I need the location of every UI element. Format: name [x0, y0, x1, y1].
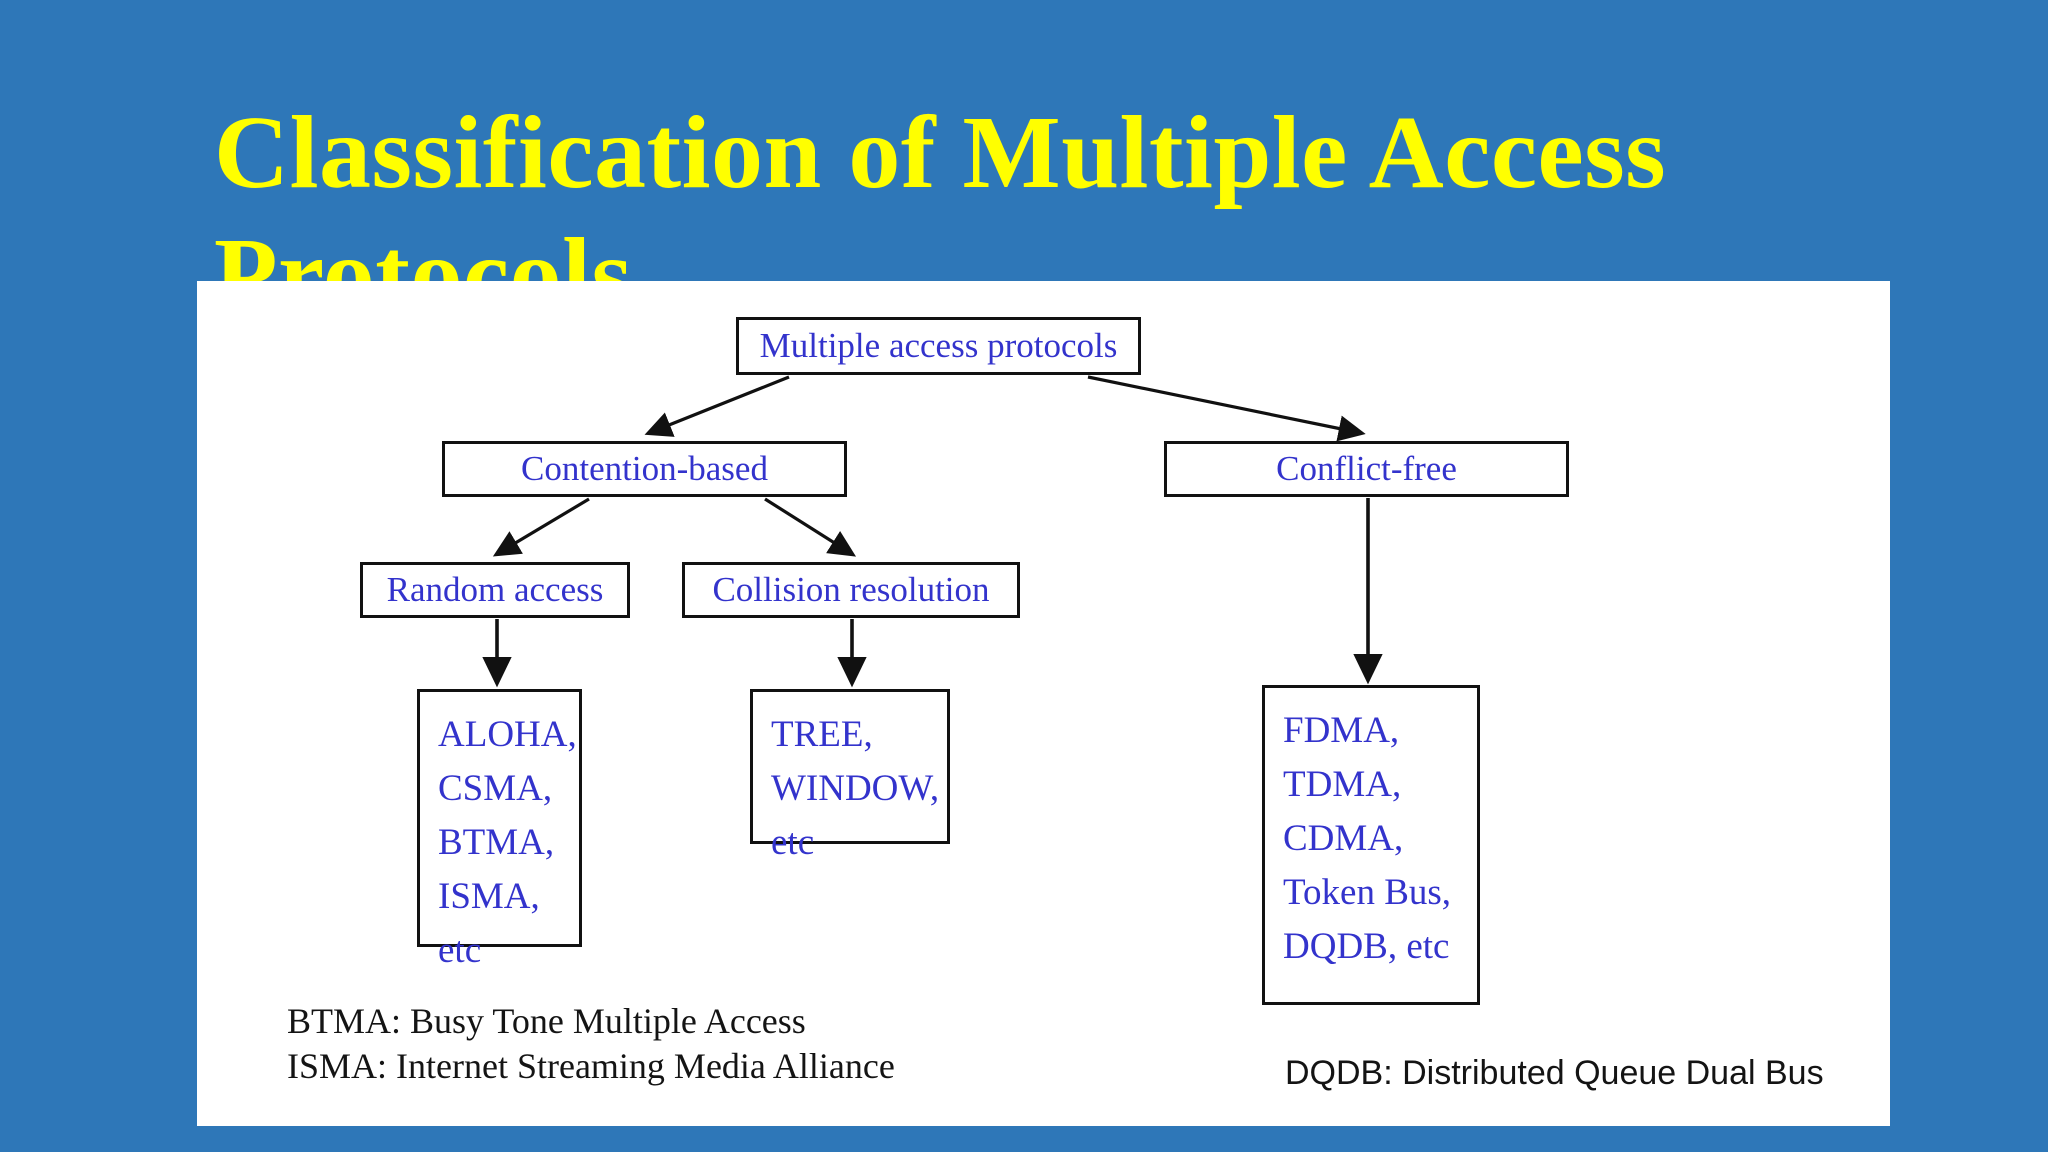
footnote-abbreviations: BTMA: Busy Tone Multiple Access ISMA: In…	[287, 1001, 895, 1086]
edge-root-to-conflict	[1087, 375, 1366, 442]
diagram-panel: Multiple access protocols Contention-bas…	[197, 281, 1890, 1126]
node-collision-resolution[interactable]: Collision resolution	[682, 562, 1020, 618]
edge-contention-to-random	[492, 497, 590, 557]
node-random-access[interactable]: Random access	[360, 562, 630, 618]
edge-contention-to-collision	[764, 497, 857, 557]
node-random-access-protocol-list[interactable]: ALOHA, CSMA, BTMA, ISMA, etc	[417, 689, 582, 971]
edge-root-to-contention	[644, 375, 790, 437]
node-conflict-free-protocol-list[interactable]: FDMA, TDMA, CDMA, Token Bus, DQDB, etc	[1262, 685, 1480, 1005]
node-multiple-access-protocols[interactable]: Multiple access protocols	[736, 317, 1141, 375]
node-collision-resolution-protocol-list[interactable]: TREE, WINDOW, etc	[750, 689, 950, 863]
footnote-dqdb: DQDB: Distributed Queue Dual Bus	[1285, 1054, 1824, 1092]
node-contention-based[interactable]: Contention-based	[442, 441, 847, 497]
node-conflict-free[interactable]: Conflict-free	[1164, 441, 1569, 497]
